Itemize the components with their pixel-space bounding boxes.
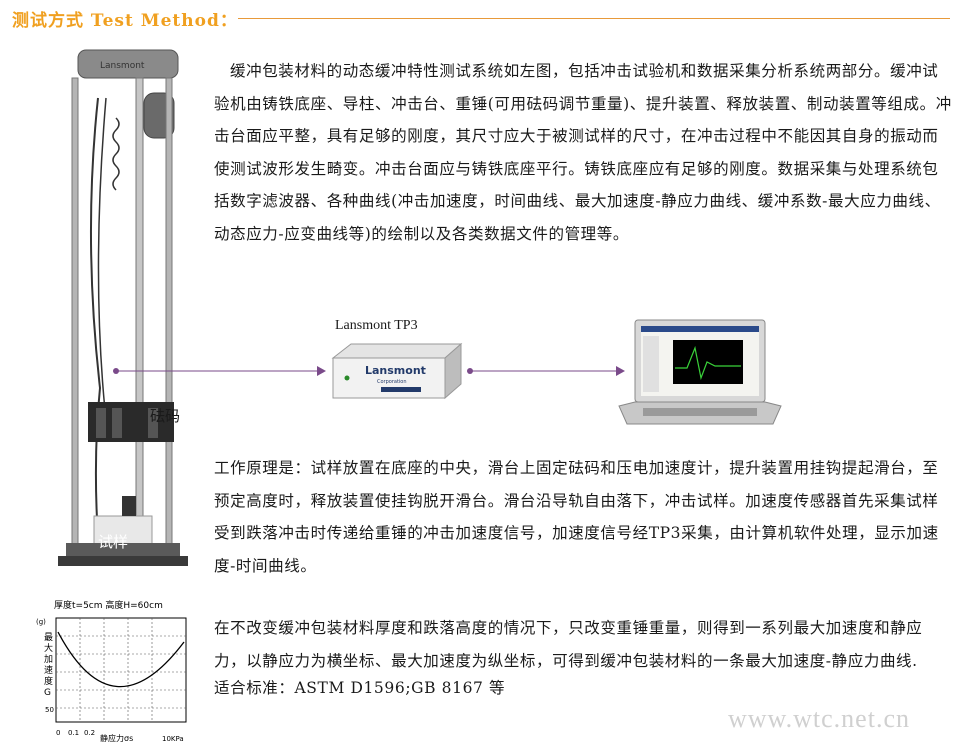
principle-paragraph: 工作原理是：试样放置在底座的中央，滑台上固定砝码和压电加速度计，提升装置用挂钩提…	[214, 452, 954, 582]
drop-test-machine-image: Lansmont	[58, 49, 188, 566]
curve-paragraph: 在不改变缓冲包装材料厚度和跌落高度的情况下，只改变重锤重量，则得到一系列最大加速…	[214, 612, 954, 699]
sample-label: 试样	[98, 533, 129, 551]
description-text: 缓冲包装材料的动态缓冲特性测试系统如左图，包括冲击试验机和数据采集分析系统两部分…	[214, 62, 952, 243]
watermark: www.wtc.net.cn	[728, 704, 910, 733]
curve-text: 在不改变缓冲包装材料厚度和跌落高度的情况下，只改变重锤重量，则得到一系列最大加速…	[214, 619, 923, 670]
principle-text: 工作原理是：试样放置在底座的中央，滑台上固定砝码和压电加速度计，提升装置用挂钩提…	[214, 459, 939, 575]
chart-xlabel: 静应力σs	[100, 733, 133, 743]
chart-xmax-label: 10KPa	[162, 735, 184, 743]
chart-xtick-0: 0	[56, 729, 60, 737]
chart-ytick-unit: (g)	[36, 618, 46, 626]
weight-label: 砝码	[150, 407, 181, 425]
tp3-brand-sub: Corporation	[377, 379, 407, 385]
arrow-machine-to-tp3	[113, 366, 326, 376]
svg-text:G: G	[44, 688, 51, 698]
svg-text:度: 度	[44, 675, 53, 687]
chart-ylabel-1: 最	[44, 632, 53, 643]
chart-curve	[57, 631, 185, 688]
section-header: 测试方式 Test Method：	[12, 6, 238, 31]
chart-xtick-2: 0.2	[84, 729, 95, 737]
acceleration-stress-chart: 厚度t=5cm 高度H=60cm (g) 最 大 加 速 度 G 50 0 0.…	[36, 599, 187, 743]
description-paragraph: 缓冲包装材料的动态缓冲特性测试系统如左图，包括冲击试验机和数据采集分析系统两部分…	[214, 55, 954, 250]
svg-text:加: 加	[44, 654, 53, 665]
tp3-device-image: Lansmont Corporation	[331, 342, 463, 400]
laptop-image	[618, 319, 782, 425]
header-divider	[238, 18, 950, 19]
tp3-label: Lansmont TP3	[335, 318, 418, 333]
standards-text: 适合标准：ASTM D1596;GB 8167 等	[214, 679, 506, 697]
machine-brand: Lansmont	[100, 61, 145, 71]
section-title: 测试方式 Test Method：	[12, 10, 238, 31]
tp3-brand: Lansmont	[365, 364, 426, 377]
svg-text:速: 速	[44, 665, 53, 676]
chart-ytick-50: 50	[45, 706, 54, 714]
chart-title: 厚度t=5cm 高度H=60cm	[54, 599, 163, 611]
svg-text:大: 大	[44, 642, 53, 654]
arrow-tp3-to-laptop	[467, 366, 625, 376]
chart-xtick-1: 0.1	[68, 729, 79, 737]
